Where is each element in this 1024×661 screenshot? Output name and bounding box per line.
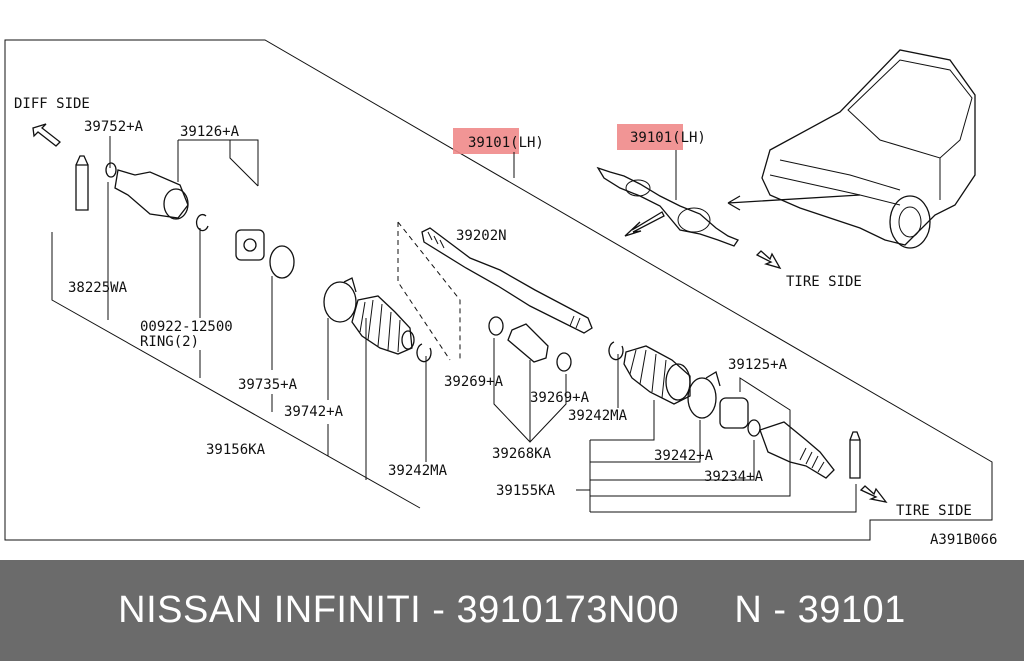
part-38225wa (75, 155, 89, 211)
label-39234: 39234+A (704, 469, 764, 485)
part-tripod-hub (243, 238, 257, 252)
label-39742: 39742+A (284, 404, 344, 420)
label-39101-main: 39101(LH) (468, 135, 544, 151)
tire-side-upper-arrow-icon (755, 250, 782, 270)
car-wheel-hub (898, 206, 922, 238)
label-drawing-code: A391B066 (930, 532, 997, 548)
car-shaft-illustration (596, 166, 739, 247)
diagram-frame (4, 39, 993, 541)
footer-banner: NISSAN INFINITI - 3910173N00 N - 39101 (0, 560, 1024, 661)
part-outer-housing (759, 421, 835, 479)
highlight-39101-main (453, 128, 519, 154)
part-39268-damper (507, 323, 549, 363)
label-diff-side: DIFF SIDE (14, 96, 90, 112)
label-ring: RING(2) (140, 334, 199, 350)
label-39242ma-lower: 39242MA (388, 463, 448, 479)
leader-lines (51, 136, 857, 513)
label-39155ka: 39155KA (496, 483, 556, 499)
car-shaft-boot-a (625, 179, 651, 197)
part-39735-ring (269, 245, 295, 279)
part-39202n-spline (427, 231, 581, 329)
diagram-area: DIFF SIDE 39752+A 39126+A 38225WA 00922-… (4, 39, 998, 548)
part-inner-housing-mouth (163, 188, 189, 220)
car-body-outline (761, 49, 976, 246)
part-39742-band-clip (343, 277, 357, 293)
label-39202n: 39202N (456, 228, 507, 244)
label-39125: 39125+A (728, 357, 788, 373)
label-tire-side-upper: TIRE SIDE (786, 274, 862, 290)
label-39242a: 39242+A (654, 448, 714, 464)
diff-side-arrow-icon (32, 123, 61, 147)
label-39101-car: 39101(LH) (630, 130, 706, 146)
part-39242ma-band-mid (608, 341, 624, 361)
part-outer-spline (799, 447, 825, 473)
label-39242ma-mid: 39242MA (568, 408, 628, 424)
part-tripod (235, 229, 265, 261)
part-39202n-shaft (421, 227, 593, 334)
part-39125-ball-cage (719, 397, 749, 429)
part-00922-ring (195, 213, 209, 232)
car-hood-lines (769, 158, 941, 206)
label-00922: 00922-12500 (140, 319, 233, 335)
footer-part-number: NISSAN INFINITI - 3910173N00 N - 39101 (118, 589, 906, 631)
part-inner-boot-ribs (359, 299, 401, 353)
label-39735: 39735+A (238, 377, 298, 393)
part-inner-housing (114, 169, 189, 219)
label-39269-a: 39269+A (444, 374, 504, 390)
label-39268ka: 39268KA (492, 446, 552, 462)
shaft-dashed-bracket (397, 221, 461, 362)
part-inner-boot-end (401, 330, 415, 350)
part-inner-boot (351, 295, 413, 355)
label-tire-side-lower: TIRE SIDE (896, 503, 972, 519)
car-wheel (889, 195, 931, 249)
label-39269-b: 39269+A (530, 390, 590, 406)
part-39742-band (323, 281, 357, 323)
label-39752: 39752+A (84, 119, 144, 135)
part-outer-boot-ribs (629, 349, 667, 399)
part-39269-b (556, 352, 572, 372)
car-windshield (847, 59, 973, 159)
axle-direction-arrow-icon (624, 211, 665, 237)
part-outer-boot (623, 345, 691, 405)
car-shaft-boot-b (677, 207, 711, 233)
highlight-39101-car (617, 124, 683, 150)
label-39126: 39126+A (180, 124, 240, 140)
label-38225wa: 38225WA (68, 280, 128, 296)
car-callout-arrow (727, 194, 861, 211)
part-right-seal (849, 431, 861, 479)
part-39242ma-band-lower (416, 343, 432, 363)
part-39269-a (488, 316, 504, 336)
exploded-parts-diagram: DIFF SIDE 39752+A 39126+A 38225WA 00922-… (4, 39, 997, 548)
part-39242a-band (687, 377, 717, 419)
part-outer-boot-mouth (665, 363, 691, 401)
label-39156ka: 39156KA (206, 442, 266, 458)
part-39242a-clip (705, 371, 721, 387)
part-39752 (105, 162, 117, 178)
part-39234-ring (747, 419, 761, 437)
tire-side-lower-arrow-icon (859, 485, 888, 503)
